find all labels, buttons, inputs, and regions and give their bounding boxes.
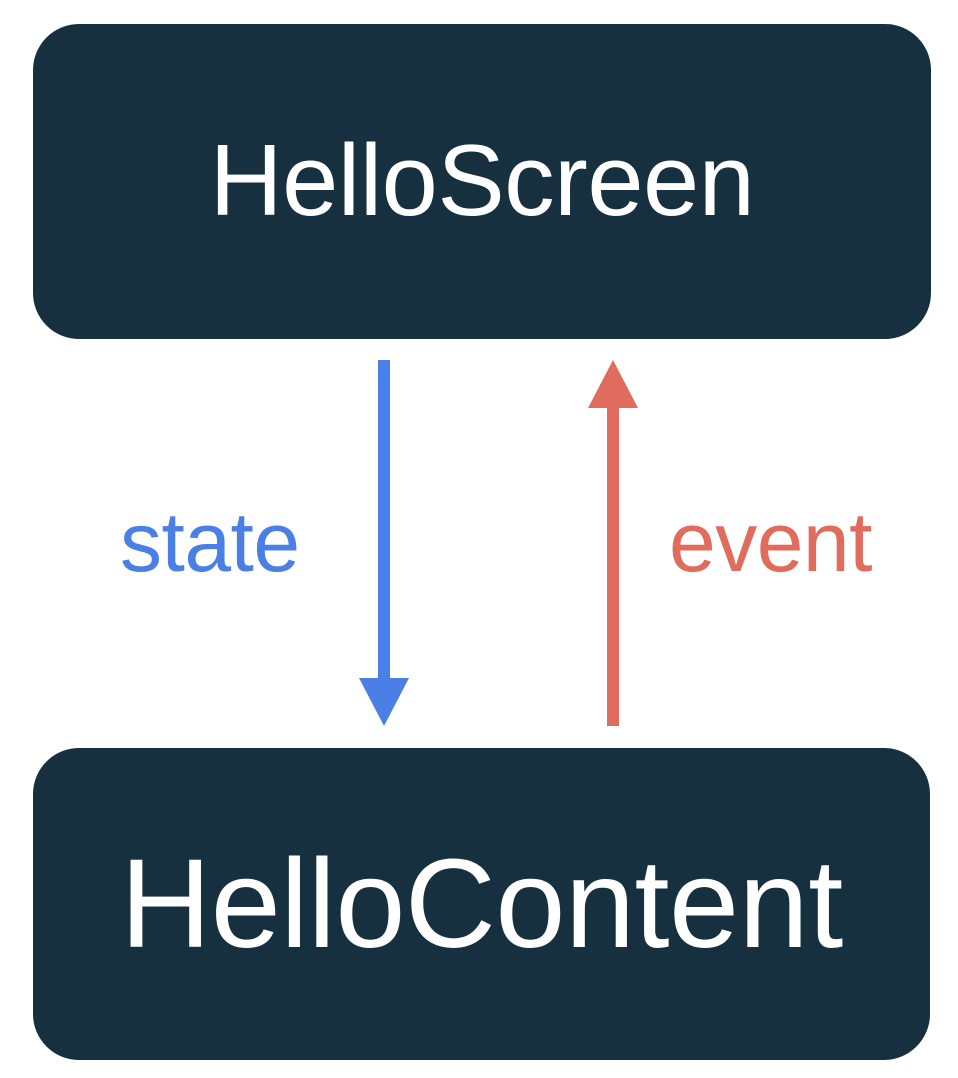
edge-label-event: event [669,495,873,589]
event-arrow-shaft [607,404,619,726]
node-hello-content[interactable]: HelloContent [33,748,930,1060]
state-arrow-head-icon [359,678,409,726]
node-hello-content-label: HelloContent [120,833,843,974]
state-arrow [359,360,409,726]
event-arrow-head-icon [588,360,638,408]
node-hello-screen[interactable]: HelloScreen [33,24,931,339]
edge-label-state: state [120,495,300,589]
event-arrow [588,360,638,726]
state-arrow-shaft [378,360,390,680]
node-hello-screen-label: HelloScreen [209,125,755,237]
